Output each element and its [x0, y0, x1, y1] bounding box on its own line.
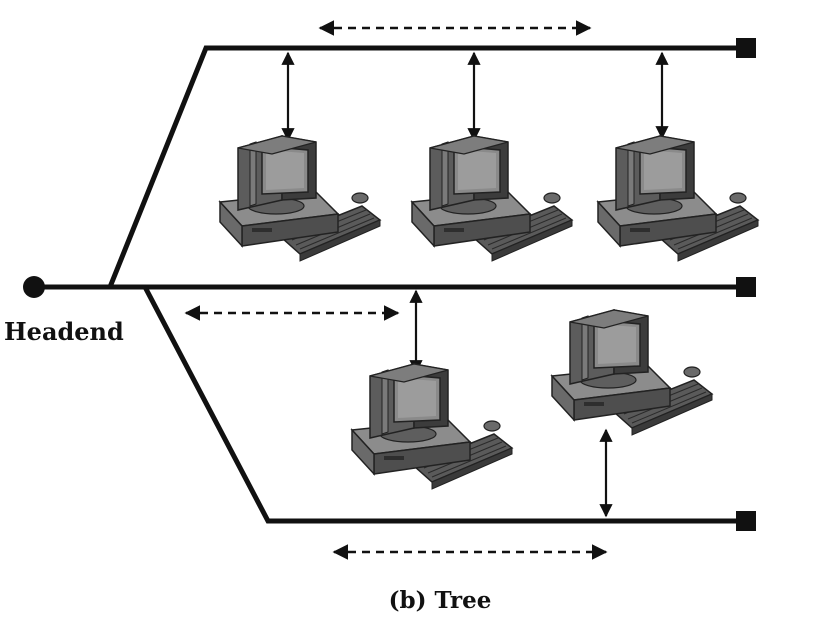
headend-label: Headend: [4, 317, 124, 346]
terminator-bottom: [736, 511, 756, 531]
terminator-top: [736, 38, 756, 58]
desktop-computer-icon-4: [351, 363, 513, 490]
terminator-middle: [736, 277, 756, 297]
upper-branch-line: [107, 45, 747, 290]
desktop-computer-icon-5: [551, 309, 713, 436]
diagram-caption: (b) Tree: [389, 587, 492, 614]
desktop-computer-icon-1: [219, 135, 381, 262]
lower-branch-line: [142, 284, 747, 524]
cable-network: [31, 45, 747, 524]
headend-node-dot: [23, 276, 45, 298]
desktop-computer-icon-3: [597, 135, 759, 262]
desktop-computer-icon-2: [411, 135, 573, 262]
